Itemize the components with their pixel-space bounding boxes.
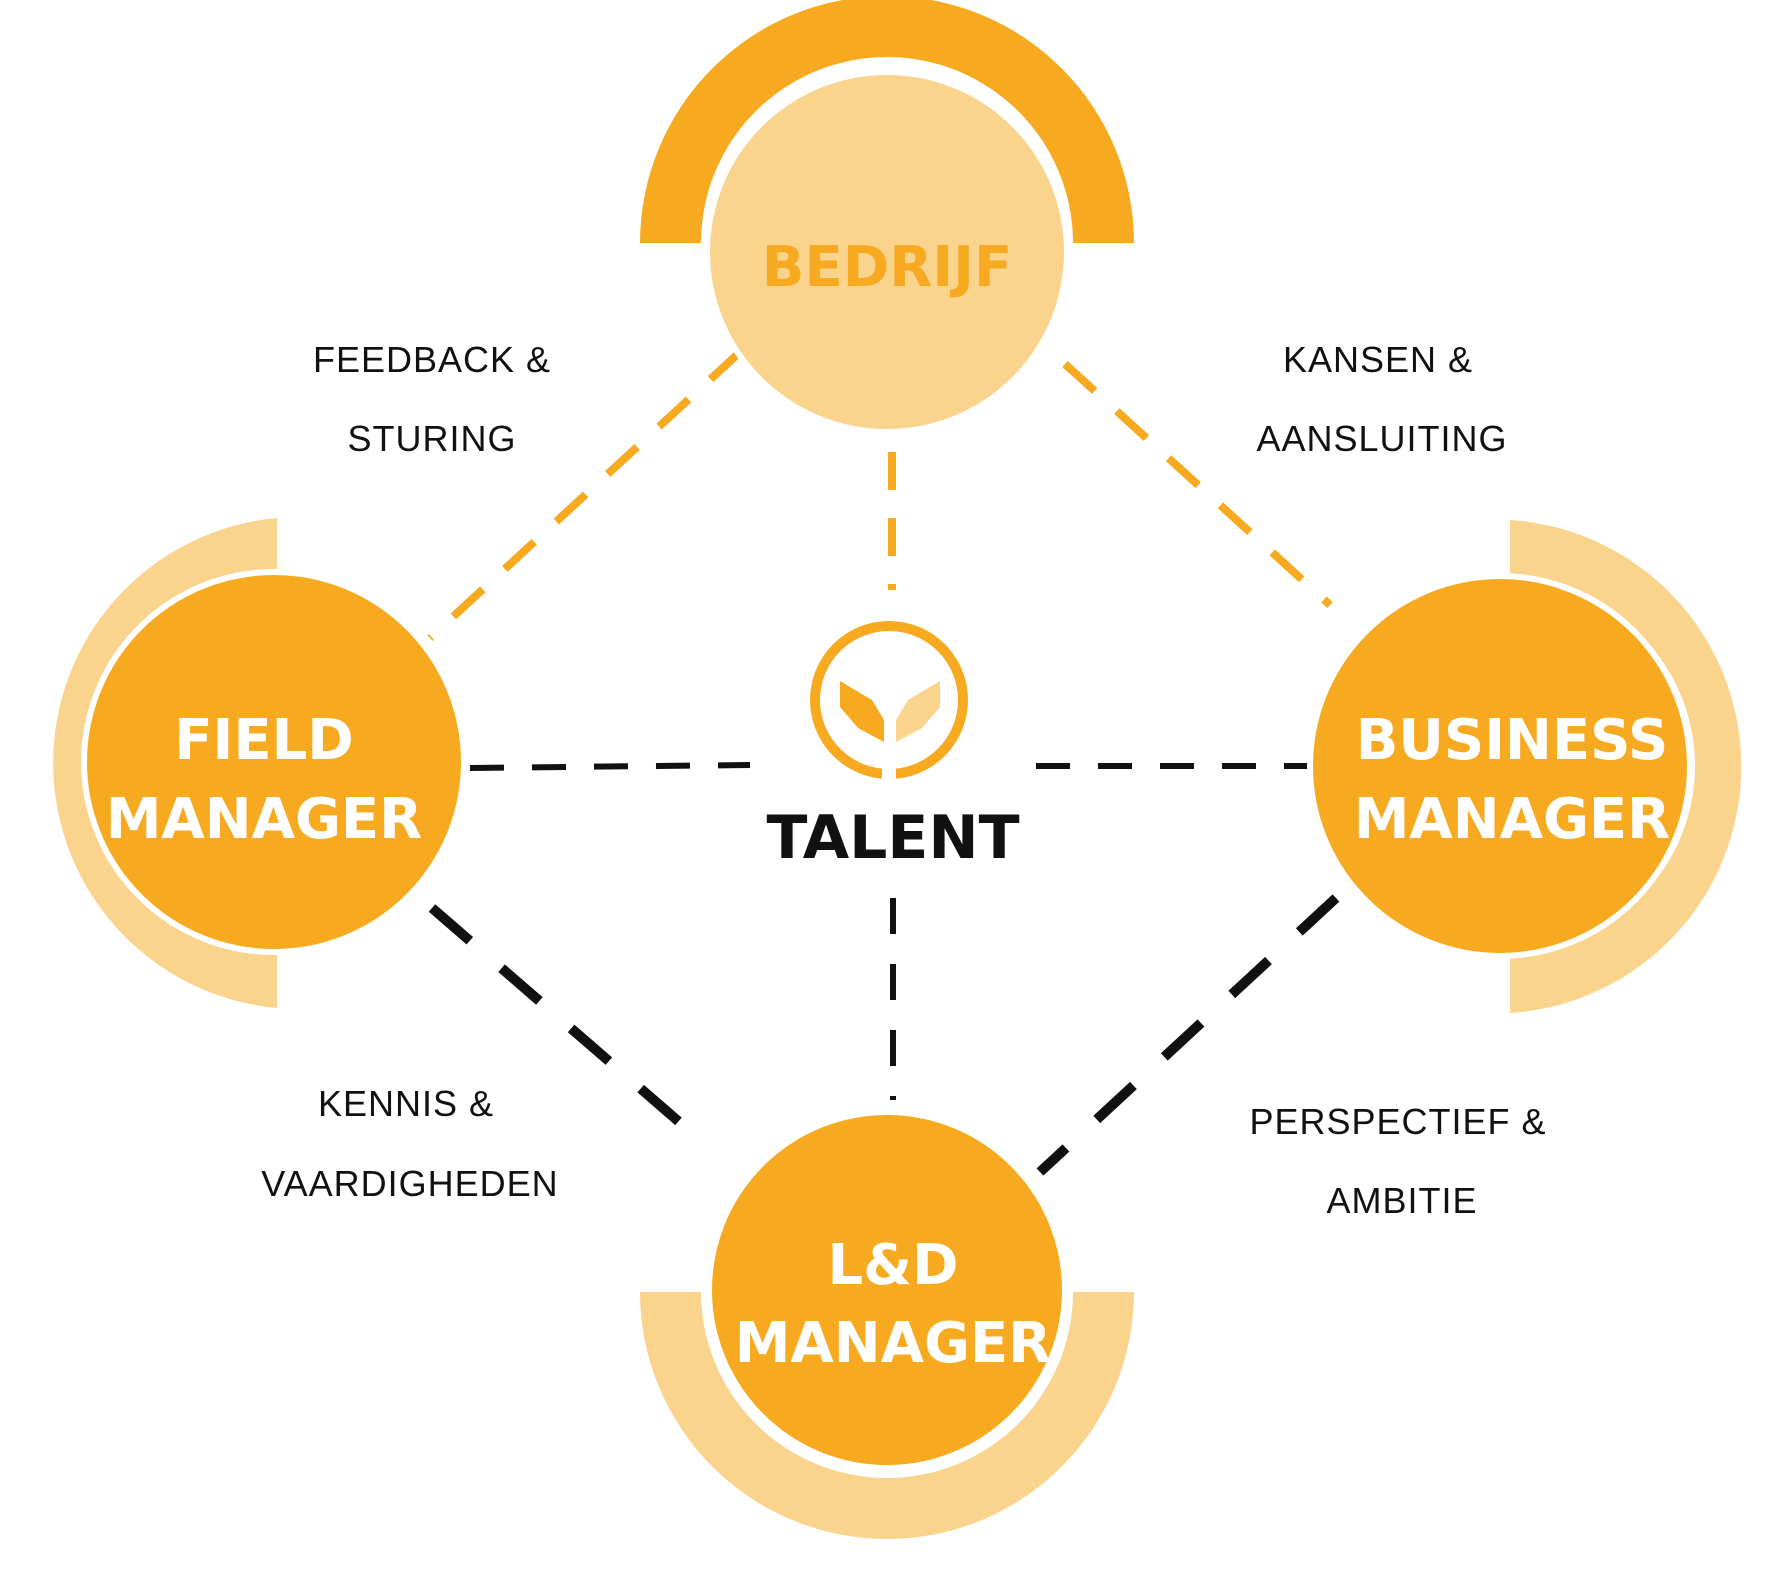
- business-manager-circle: [1307, 573, 1693, 959]
- business-manager-label-line1: BUSINESS: [1356, 708, 1669, 773]
- talent-logo-icon: [810, 621, 968, 784]
- connector-field-talent: [469, 762, 751, 771]
- node-ld-manager: L&D MANAGER: [640, 1109, 1134, 1539]
- bedrijf-outer-arc: [640, 0, 1134, 243]
- talent-label: TALENT: [766, 803, 1019, 873]
- field-manager-label-line2: MANAGER: [106, 787, 423, 852]
- edge-label-kennis: KENNIS & VAARDIGHEDEN: [261, 1083, 558, 1204]
- connector-bedrijf-business: [1062, 361, 1333, 608]
- edge-label-kennis-line2: VAARDIGHEDEN: [261, 1163, 558, 1204]
- field-manager-outer-arc: [53, 518, 278, 1008]
- edge-label-kansen-line1: KANSEN &: [1283, 339, 1473, 380]
- connector-business-ld: [1036, 894, 1340, 1176]
- edge-label-kansen: KANSEN & AANSLUITING: [1256, 339, 1507, 459]
- ld-manager-outer-arc: [640, 1292, 1134, 1539]
- talent-logo-ring: [810, 621, 968, 779]
- business-manager-label-line2: MANAGER: [1354, 787, 1671, 852]
- node-bedrijf: BEDRIJF: [640, 0, 1134, 435]
- node-business-manager: BUSINESS MANAGER: [1307, 520, 1742, 1013]
- edge-label-feedback-line2: STURING: [348, 418, 517, 459]
- edge-label-kansen-line2: AANSLUITING: [1256, 418, 1507, 459]
- talent-logo-stem-gap: [882, 768, 896, 784]
- ld-manager-label-line1: L&D: [827, 1233, 958, 1298]
- ld-manager-label-line2: MANAGER: [735, 1311, 1052, 1376]
- bedrijf-circle: [704, 69, 1070, 435]
- field-manager-label-line1: FIELD: [174, 708, 354, 773]
- node-field-manager: FIELD MANAGER: [53, 518, 467, 1008]
- ld-manager-circle: [706, 1109, 1068, 1471]
- edge-label-perspectief: PERSPECTIEF & AMBITIE: [1249, 1101, 1546, 1221]
- business-manager-outer-arc: [1510, 520, 1742, 1013]
- talent-logo-left-leaf: [840, 681, 884, 742]
- edge-label-kennis-line1: KENNIS &: [318, 1083, 494, 1124]
- field-manager-circle: [81, 569, 467, 955]
- talent-logo-right-leaf: [896, 681, 940, 742]
- edge-label-feedback-line1: FEEDBACK &: [313, 339, 551, 380]
- edge-label-perspectief-line2: AMBITIE: [1326, 1180, 1477, 1221]
- bedrijf-label: BEDRIJF: [762, 235, 1012, 300]
- connectors: [427, 349, 1340, 1176]
- connector-field-ld: [428, 904, 704, 1144]
- edge-label-feedback: FEEDBACK & STURING: [313, 339, 551, 459]
- connector-bedrijf-field: [427, 349, 743, 641]
- edge-label-perspectief-line1: PERSPECTIEF &: [1249, 1101, 1546, 1142]
